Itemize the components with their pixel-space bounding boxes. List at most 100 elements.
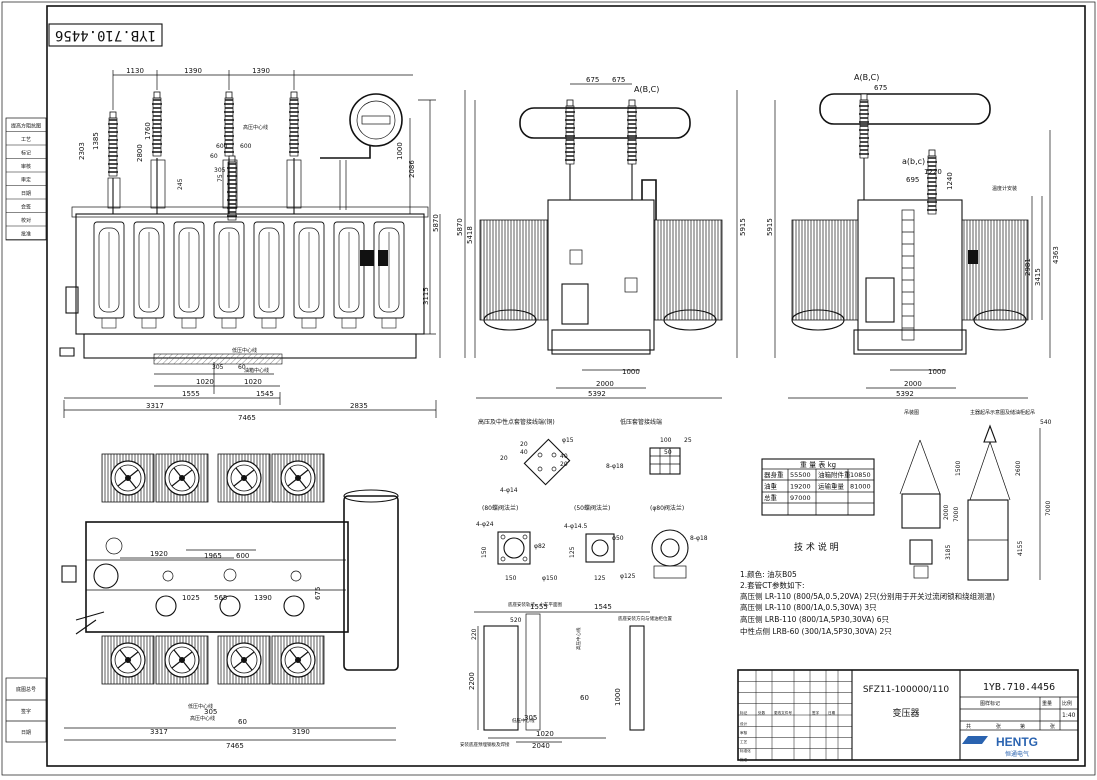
dim-text: 5915 xyxy=(766,218,774,236)
dim-text: 1020 xyxy=(244,378,262,386)
dim-text: 305 xyxy=(212,364,224,371)
lift-diagrams: 吊装图 主器起吊示意图及储油柜起吊 1500 2000 7000 3185 54… xyxy=(899,409,1052,581)
dim-text: 3185 xyxy=(945,545,952,560)
dim-text: 2600 xyxy=(1015,461,1022,476)
left-label: 签字 xyxy=(21,708,31,715)
left-strip-label: 提高方阻抗图 xyxy=(11,123,41,130)
dim-text: 1555 xyxy=(182,390,200,398)
dim-text: φ82 xyxy=(534,543,546,550)
phase-label: A(B,C) xyxy=(634,85,659,94)
left-strip-label: 标记 xyxy=(21,150,31,157)
dim-text: 1390 xyxy=(184,67,202,75)
note-line: 高压侧 LRB-110 (800/1A,5P30,30VA) 6只 xyxy=(740,614,890,624)
dim-text: 100 xyxy=(660,437,672,444)
callout-text: 油箱中心线 xyxy=(244,367,269,374)
dim-text: 3190 xyxy=(292,728,310,736)
dim-text: 305 xyxy=(204,708,217,716)
terminal-details: 高压及中性点套管接线端(铜) 20 40 20 40 20 φ15 4-φ14 … xyxy=(476,418,708,582)
signature-label: 标准化 xyxy=(740,748,751,753)
left-strip-label: 审核 xyxy=(21,163,31,170)
dim-text: 75 xyxy=(217,174,224,182)
dim-text: 3415 xyxy=(1034,268,1042,286)
callout-text: 高压中心线 xyxy=(190,715,215,722)
left-strip-label: 审定 xyxy=(21,177,31,184)
dim-text: 1545 xyxy=(594,603,612,611)
left-strip-label: 工艺 xyxy=(21,137,31,143)
dim-text: 1240 xyxy=(946,172,954,190)
signature-label: 工艺 xyxy=(740,739,748,744)
detail-title: 低压套管接线端 xyxy=(620,418,662,426)
dim-text: 60 xyxy=(238,364,246,371)
dim-text: 1920 xyxy=(150,550,168,558)
signature-label: 更改文件号 xyxy=(774,710,792,715)
front-view: 1130 1390 1390 2303 1385 1760 2800 2086 … xyxy=(59,67,441,422)
signature-label: 批准 xyxy=(740,757,748,762)
dim-text: 1545 xyxy=(256,390,274,398)
dim-text: φ15 xyxy=(562,437,574,444)
dim-text: 60 xyxy=(238,718,247,726)
base-detail: 底座安装轨迹、小车平面图 1555 1545 220 520 2200 60 3… xyxy=(460,601,672,750)
model-text: SFZ11-100000/110 xyxy=(863,685,950,695)
detail-title: 主器起吊示意图及储油柜起吊 xyxy=(970,409,1035,416)
weight-cell: 总重 xyxy=(764,493,778,502)
dim-text: 245 xyxy=(177,178,184,190)
dim-text: 4155 xyxy=(1017,541,1024,556)
left-strip-label: 会签 xyxy=(21,204,31,211)
detail-title: 吊装图 xyxy=(904,409,919,416)
dim-text: 2086 xyxy=(408,160,416,178)
callout-text: 温度计安装 xyxy=(992,185,1017,192)
dim-text: 150 xyxy=(505,575,517,582)
notes-title: 技 术 说 明 xyxy=(794,541,839,553)
plan-view: 1920 1965 600 1025 565 1390 675 305 60 3… xyxy=(61,453,399,750)
detail-title: (80蝶阀法兰) xyxy=(482,504,518,512)
dim-text: 1220 xyxy=(924,168,942,176)
callout-text: 高压中心线 xyxy=(243,124,268,131)
technical-notes: 技 术 说 明 1.颜色: 油灰B05 2.套管CT参数如下: 高压侧 LR-1… xyxy=(740,541,995,636)
note-text: 低压中心线 xyxy=(512,717,535,724)
signature-label: 审核 xyxy=(740,730,748,735)
sheet-label: 共 xyxy=(966,723,971,730)
phase-sub-label: a(b,c) xyxy=(902,157,925,166)
left-strip-label: 校对 xyxy=(21,217,31,224)
dim-text: 25 xyxy=(684,437,692,444)
dim-text: 20 xyxy=(560,461,568,468)
dim-text: 5392 xyxy=(896,390,914,398)
phase-label: A(B,C) xyxy=(854,73,879,82)
dim-text: 1000 xyxy=(396,142,404,160)
dim-text: 60 xyxy=(210,153,218,160)
dim-text: 3115 xyxy=(422,287,430,305)
dim-text: 2040 xyxy=(532,742,550,750)
dim-text: 2303 xyxy=(78,142,86,160)
dim-text: 1025 xyxy=(182,594,200,602)
dim-text: 2800 xyxy=(136,144,144,162)
signature-label: 设计 xyxy=(740,721,748,726)
dim-text: 4-φ14 xyxy=(500,487,518,494)
dim-text: 50 xyxy=(664,449,672,456)
note-line: 高压侧 LR-110 (800/5A,0.5,20VA) 2只(分别用于开关过流… xyxy=(740,591,995,601)
left-strip-label: 批准 xyxy=(21,231,31,238)
weight-cell: 19200 xyxy=(790,483,811,491)
dim-text: 1000 xyxy=(928,368,946,376)
signature-label: 处数 xyxy=(758,710,766,715)
dim-text: 4-φ24 xyxy=(476,521,494,528)
dim-text: 5870 xyxy=(432,214,440,232)
tb-header: 比例 xyxy=(1062,700,1072,707)
svg-text:恒通电气: 恒通电气 xyxy=(1005,750,1029,758)
weight-cell: 油箱附件重 xyxy=(818,470,851,479)
detail-title: 底座安装轨迹、小车平面图 xyxy=(508,601,562,608)
dim-text: 7000 xyxy=(953,507,960,522)
dim-text: 60 xyxy=(580,694,589,702)
dim-text: 5870 xyxy=(456,218,464,236)
dim-text: 675 xyxy=(612,76,625,84)
detail-title: (φ80阀法兰) xyxy=(650,504,684,512)
left-label: 日期 xyxy=(21,730,31,736)
dim-text: 675 xyxy=(314,587,322,600)
detail-title: 高压及中性点套管接线端(铜) xyxy=(478,418,555,426)
dim-text: 1020 xyxy=(536,730,554,738)
dim-text: 8-φ18 xyxy=(606,463,624,470)
dim-text: 2200 xyxy=(468,672,476,690)
dim-text: 20 xyxy=(520,441,528,448)
dim-text: 2981 xyxy=(1024,258,1032,276)
